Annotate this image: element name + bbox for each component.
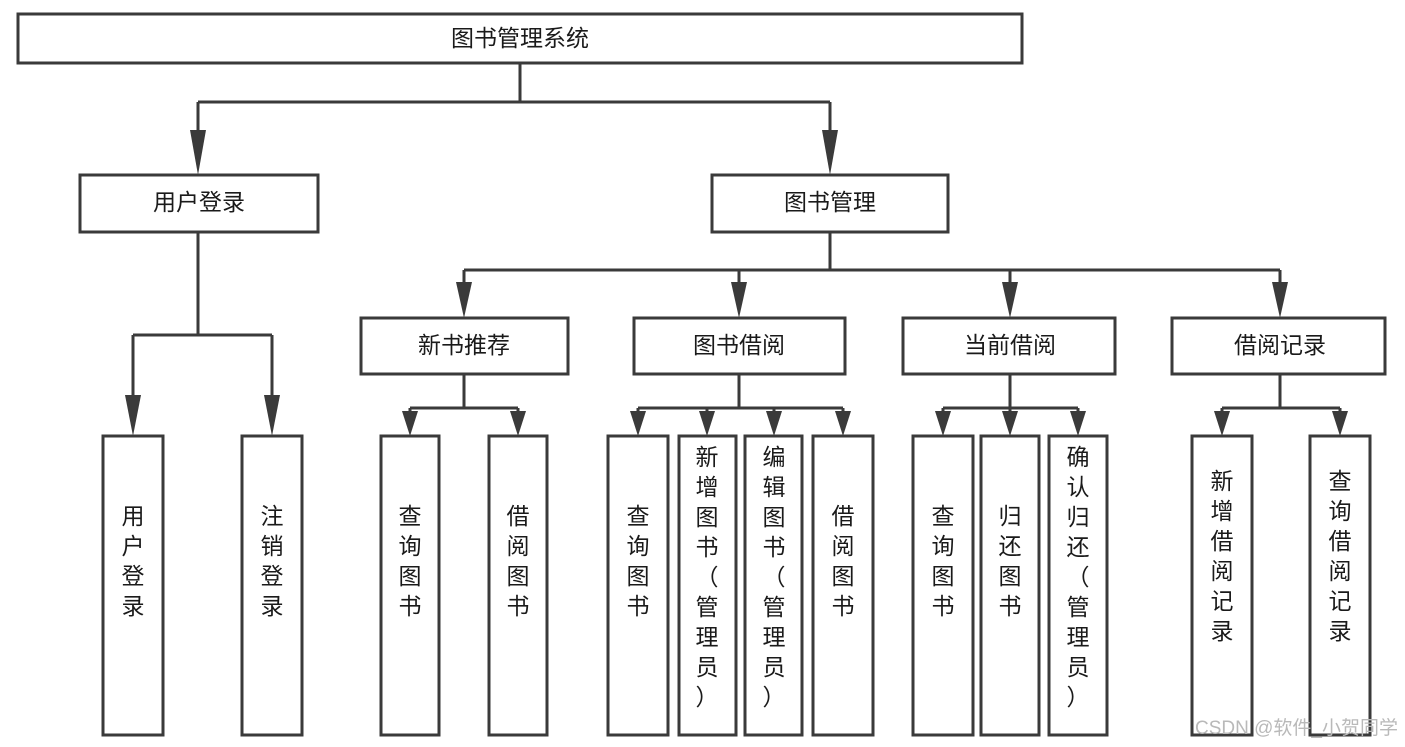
leaf-return-book[interactable]: 归还图书	[979, 434, 1041, 737]
node-book-borrow-box[interactable]	[632, 316, 847, 376]
leaf-logout[interactable]: 注销登录	[240, 434, 304, 737]
leaf-return-book-label: 归还图书	[999, 503, 1022, 619]
arrow-head-leaf-query-book-1	[402, 411, 418, 436]
node-book-manage-label: 图书管理	[784, 189, 876, 215]
leaf-query-record[interactable]: 查询借阅记录	[1308, 434, 1372, 737]
node-root[interactable]: 图书管理系统	[16, 12, 1024, 65]
leaf-add-record-label: 新增借阅记录	[1211, 468, 1234, 644]
leaf-user-login[interactable]: 用户登录	[101, 434, 165, 737]
arrow-head-leaf-confirm-return	[1070, 411, 1086, 436]
leaf-query-book-2[interactable]: 查询图书	[606, 434, 670, 737]
leaf-query-book-1-label: 查询图书	[399, 503, 422, 619]
node-new-book-recommend[interactable]: 新书推荐	[359, 316, 570, 376]
leaf-query-book-2-box[interactable]	[606, 434, 670, 737]
leaf-return-book-box[interactable]	[979, 434, 1041, 737]
leaf-query-book-1-box[interactable]	[379, 434, 441, 737]
leaf-query-book-3-box[interactable]	[911, 434, 975, 737]
leaf-add-record-box[interactable]	[1190, 434, 1254, 737]
arrow-head-leaf-add-book	[699, 411, 715, 436]
leaf-confirm-return[interactable]: 确认归还（管理员）	[1047, 434, 1109, 737]
node-new-book-recommend-label: 新书推荐	[418, 332, 510, 358]
leaf-borrow-book-2-label: 借阅图书	[832, 503, 855, 619]
leaf-edit-book[interactable]: 编辑图书（管理员）	[743, 434, 804, 737]
leaf-add-book-box[interactable]	[677, 434, 738, 737]
node-book-manage-box[interactable]	[710, 173, 950, 234]
leaf-query-book-2-label: 查询图书	[627, 503, 650, 619]
leaf-user-login-box[interactable]	[101, 434, 165, 737]
arrow-head-leaf-user-login	[125, 395, 141, 436]
leaf-borrow-book-1-box[interactable]	[487, 434, 549, 737]
node-root-label: 图书管理系统	[451, 25, 589, 51]
arrow-head-leaf-query-book-3	[935, 411, 951, 436]
node-user-login[interactable]: 用户登录	[78, 173, 320, 234]
arrow-head-book-borrow	[731, 282, 747, 318]
node-book-borrow[interactable]: 图书借阅	[632, 316, 847, 376]
leaf-query-book-1[interactable]: 查询图书	[379, 434, 441, 737]
leaf-borrow-book-1[interactable]: 借阅图书	[487, 434, 549, 737]
leaf-add-record[interactable]: 新增借阅记录	[1190, 434, 1254, 737]
leaf-confirm-return-label: 确认归还（管理员）	[1067, 444, 1090, 710]
node-root-box[interactable]	[16, 12, 1024, 65]
leaf-borrow-book-2-box[interactable]	[811, 434, 875, 737]
node-current-borrow-label: 当前借阅	[964, 332, 1056, 358]
leaf-logout-box[interactable]	[240, 434, 304, 737]
leaf-edit-book-label: 编辑图书（管理员）	[763, 444, 786, 710]
node-borrow-record-label: 借阅记录	[1234, 332, 1326, 358]
node-user-login-label: 用户登录	[153, 189, 245, 215]
arrow-head-current-borrow	[1002, 282, 1018, 318]
leaf-borrow-book-2[interactable]: 借阅图书	[811, 434, 875, 737]
arrow-head-leaf-query-book-2	[630, 411, 646, 436]
arrow-head-leaf-borrow-book-2	[835, 411, 851, 436]
csdn-watermark: CSDN @软件_小贺同学	[1195, 717, 1398, 739]
leaf-borrow-book-1-label: 借阅图书	[507, 503, 530, 619]
node-book-borrow-label: 图书借阅	[693, 332, 785, 358]
leaf-edit-book-box[interactable]	[743, 434, 804, 737]
node-book-manage[interactable]: 图书管理	[710, 173, 950, 234]
arrow-head-new-book-recommend	[456, 282, 472, 318]
arrow-head-user-login	[190, 130, 206, 175]
node-borrow-record[interactable]: 借阅记录	[1170, 316, 1387, 376]
arrow-head-leaf-edit-book	[766, 411, 782, 436]
arrow-head-leaf-logout	[264, 395, 280, 436]
leaf-query-book-3[interactable]: 查询图书	[911, 434, 975, 737]
leaf-query-book-3-label: 查询图书	[932, 503, 955, 619]
connectors-layer	[125, 63, 1348, 436]
leaf-confirm-return-box[interactable]	[1047, 434, 1109, 737]
arrow-head-leaf-query-record	[1332, 411, 1348, 436]
leaf-query-record-box[interactable]	[1308, 434, 1372, 737]
node-borrow-record-box[interactable]	[1170, 316, 1387, 376]
node-user-login-box[interactable]	[78, 173, 320, 234]
leaf-logout-label: 注销登录	[261, 503, 284, 619]
arrow-head-leaf-borrow-book-1	[510, 411, 526, 436]
arrow-head-leaf-return-book	[1002, 411, 1018, 436]
leaf-query-record-label: 查询借阅记录	[1329, 468, 1352, 644]
leaf-add-book-label: 新增图书（管理员）	[696, 444, 719, 710]
arrow-head-book-manage	[822, 130, 838, 175]
arrow-head-borrow-record	[1272, 282, 1288, 318]
leaf-add-book[interactable]: 新增图书（管理员）	[677, 434, 738, 737]
node-current-borrow[interactable]: 当前借阅	[901, 316, 1117, 376]
leaf-user-login-label: 用户登录	[122, 503, 145, 619]
arrow-head-leaf-add-record	[1214, 411, 1230, 436]
node-new-book-recommend-box[interactable]	[359, 316, 570, 376]
node-current-borrow-box[interactable]	[901, 316, 1117, 376]
